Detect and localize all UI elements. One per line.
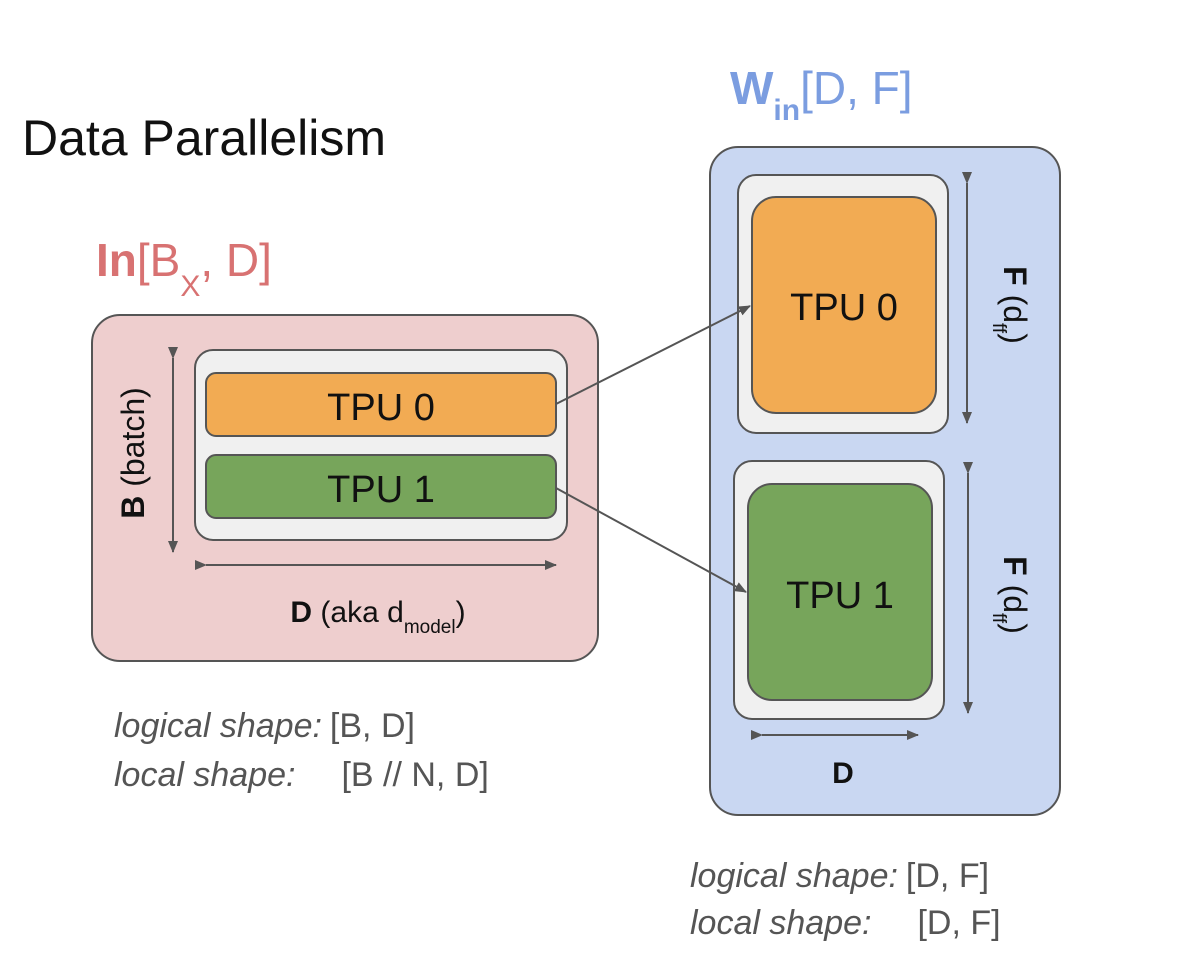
input-label-sub: X [180, 270, 200, 303]
input-local-shape-label: local shape: [114, 756, 295, 794]
weight-tpu-0-label: TPU 0 [790, 287, 898, 329]
d-model-axis-sub: model [404, 617, 456, 638]
input-label-bold: In [96, 234, 137, 286]
input-local-shape: local shape: [B // N, D] [114, 756, 489, 794]
batch-axis-label: B (batch) [115, 387, 151, 519]
weight-local-shape: local shape: [D, F] [690, 904, 1001, 942]
input-logical-shape-value: [B, D] [330, 707, 415, 745]
f-axis-label-top: F (dff) [988, 266, 1033, 344]
weight-label: Win[D, F] [730, 62, 913, 127]
input-label-open: [B [137, 234, 180, 286]
weight-tpu-1-box [747, 483, 933, 701]
weight-logical-shape: logical shape:[D, F] [690, 857, 989, 895]
input-tpu-1-label: TPU 1 [327, 469, 435, 511]
input-tpu-1: TPU 1 [205, 454, 557, 519]
f-axis-top-close: ) [997, 333, 1033, 344]
input-logical-shape: logical shape:[B, D] [114, 707, 415, 745]
f-axis-top-sub: ff [988, 323, 1009, 334]
weight-tpu-0: TPU 0 [751, 196, 937, 414]
d-model-axis-close: ) [456, 596, 466, 629]
weight-local-shape-label: local shape: [690, 904, 871, 942]
input-tpu-0: TPU 0 [205, 372, 557, 437]
input-logical-shape-label: logical shape: [114, 707, 322, 745]
input-tpu-0-label: TPU 0 [327, 387, 435, 429]
weight-label-sub: in [773, 94, 800, 127]
batch-axis-bold: B [115, 496, 151, 519]
weight-d-axis-label: D [832, 757, 854, 790]
weight-tpu-0-box [751, 196, 937, 414]
d-model-axis-bold: D [290, 596, 312, 629]
tpu-0-connector-arrow [555, 305, 751, 405]
input-local-shape-value: [B // N, D] [341, 756, 488, 794]
tpu-1-connector-arrow [555, 487, 747, 593]
weight-logical-shape-label: logical shape: [690, 857, 898, 895]
weight-tpu-1: TPU 1 [747, 483, 933, 701]
f-axis-bottom-rest: (d [997, 576, 1033, 613]
weight-label-rest: [D, F] [800, 62, 912, 114]
f-axis-bottom-close: ) [997, 623, 1033, 634]
f-axis-bottom-sub: ff [988, 613, 1009, 624]
batch-axis-rest: (batch) [115, 387, 151, 495]
f-axis-label-bottom: F (dff) [988, 556, 1033, 634]
input-label: In[BX, D] [96, 234, 272, 303]
d-model-axis-label: D (aka dmodel) [290, 596, 465, 638]
page-title: Data Parallelism [22, 110, 386, 166]
f-axis-top-bold: F [997, 266, 1033, 286]
d-model-axis-rest: (aka d [312, 596, 404, 629]
f-axis-top-rest: (d [997, 286, 1033, 323]
weight-tpu-1-label: TPU 1 [786, 575, 894, 617]
weight-label-bold: W [730, 62, 774, 114]
input-tpu-0-box [205, 372, 557, 437]
weight-logical-shape-value: [D, F] [906, 857, 989, 895]
input-label-close: , D] [200, 234, 272, 286]
input-tpu-1-box [205, 454, 557, 519]
f-axis-bottom-bold: F [997, 556, 1033, 576]
weight-local-shape-value: [D, F] [917, 904, 1000, 942]
